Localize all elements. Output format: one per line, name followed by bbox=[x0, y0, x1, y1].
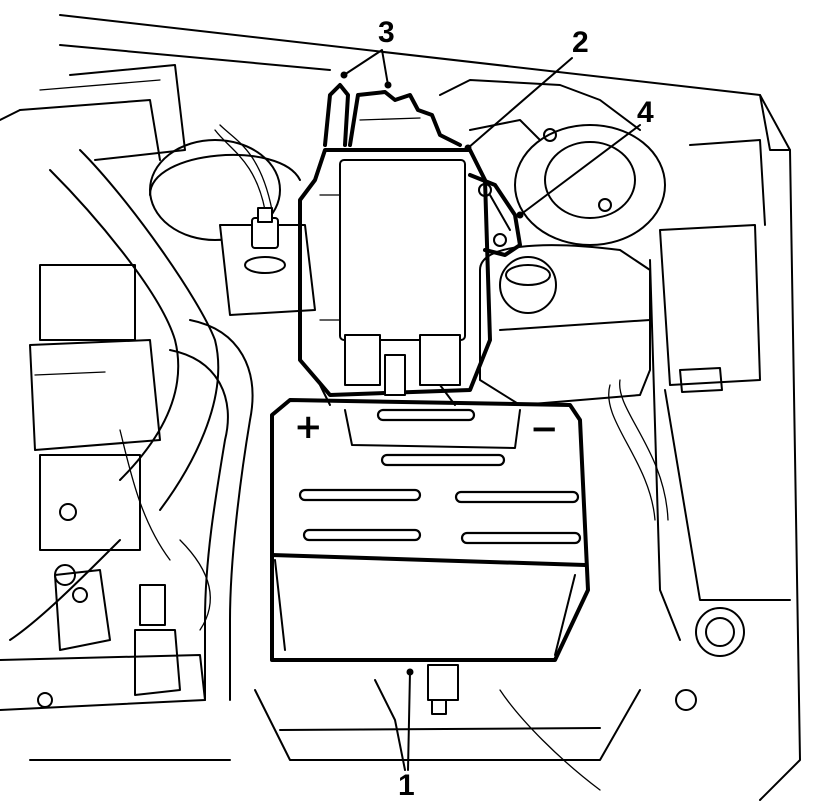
battery-tray bbox=[254, 664, 641, 791]
callout-3: 3 bbox=[378, 16, 395, 49]
strut-tower bbox=[469, 119, 666, 246]
coolant-reservoir bbox=[479, 244, 651, 406]
leader-line-2 bbox=[467, 57, 573, 149]
leader-dot-3b bbox=[384, 81, 392, 89]
body-outline bbox=[0, 14, 801, 801]
engine-left-details bbox=[0, 264, 231, 761]
callout-1: 1 bbox=[398, 769, 415, 802]
leader-line-3 bbox=[343, 49, 389, 86]
positive-terminal-symbol: + bbox=[294, 407, 323, 447]
leader-dot-4 bbox=[516, 211, 524, 219]
leader-dot-1 bbox=[406, 668, 414, 676]
brake-servo bbox=[149, 124, 301, 241]
leader-dot-2 bbox=[464, 144, 472, 152]
electronic-module bbox=[298, 148, 507, 397]
battery: + − bbox=[270, 384, 590, 662]
module-cover-clip bbox=[323, 83, 462, 147]
callout-4: 4 bbox=[637, 96, 654, 129]
leader-line-4 bbox=[519, 124, 641, 216]
module-bracket bbox=[468, 173, 522, 257]
leader-dot-3a bbox=[340, 71, 348, 79]
negative-terminal-symbol: − bbox=[530, 409, 559, 449]
brake-fluid-reservoir bbox=[219, 207, 316, 316]
leader-lines bbox=[340, 49, 641, 771]
callout-2: 2 bbox=[572, 26, 589, 59]
leader-line-1 bbox=[407, 671, 411, 771]
right-inner-wing bbox=[608, 139, 791, 711]
